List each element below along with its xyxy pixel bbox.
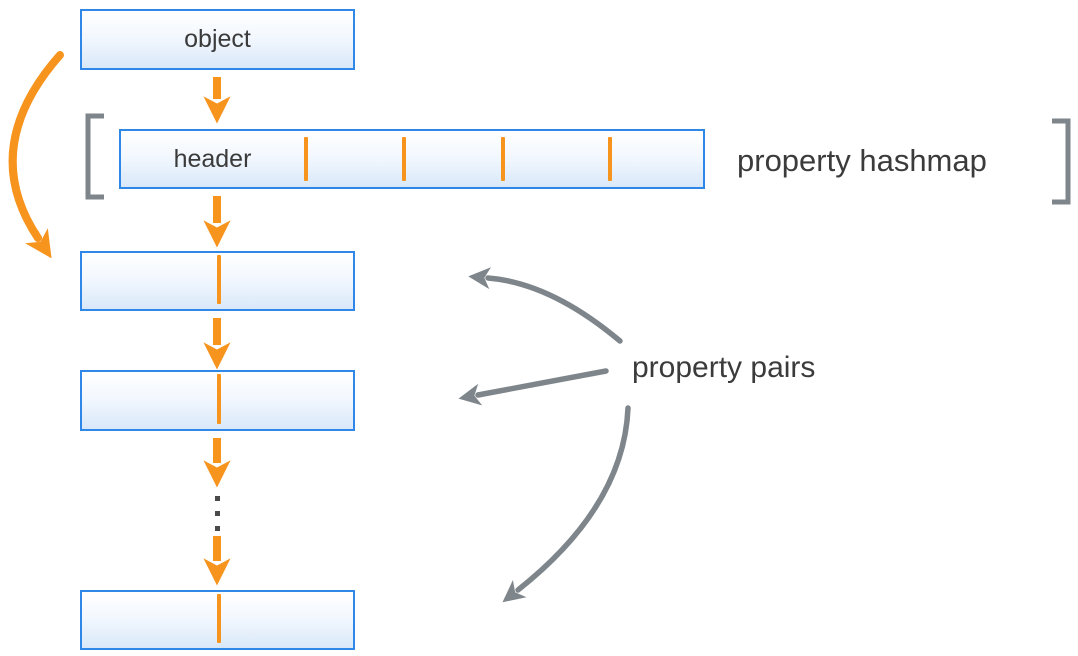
object-box: object <box>80 9 355 70</box>
right-bracket <box>1052 118 1071 205</box>
curved-arrow-object-to-pair1 <box>8 51 64 259</box>
header-cell-label: header <box>173 144 252 173</box>
property-pair-box <box>80 370 355 431</box>
hashmap-cell-divider <box>402 137 406 181</box>
pairs-arrow-middle <box>458 368 609 406</box>
pair-cell-divider <box>217 255 221 304</box>
property-pair-box <box>80 251 355 311</box>
pair-cell-divider <box>217 374 221 424</box>
ellipsis-dot <box>215 526 220 531</box>
pair-cell-divider <box>217 594 221 643</box>
property-pair-box <box>80 590 355 650</box>
pairs-arrow-top <box>468 267 623 344</box>
ellipsis-dot <box>215 496 220 501</box>
hashmap-cell-divider <box>501 137 505 181</box>
ellipsis-dot <box>215 511 220 516</box>
left-bracket <box>85 113 104 200</box>
hashmap-cell-divider <box>304 137 308 181</box>
pairs-annotation-label: property pairs <box>632 351 816 384</box>
object-box-label: object <box>184 25 251 53</box>
pairs-arrow-bottom <box>502 405 631 603</box>
hashmap-annotation-label: property hashmap <box>737 143 987 178</box>
hashmap-cell-divider <box>608 137 612 181</box>
hashmap-row-box: header <box>119 129 705 189</box>
